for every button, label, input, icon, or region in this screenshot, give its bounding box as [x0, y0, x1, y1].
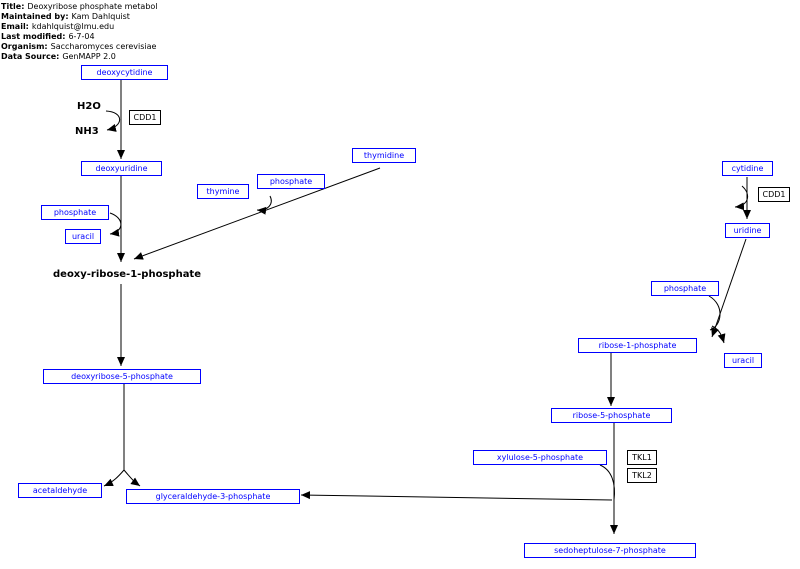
map-info-header: Title:Deoxyribose phosphate metabol Main… [1, 2, 158, 62]
organism-value: Saccharomyces cerevisiae [50, 42, 157, 51]
curve-phosphate-uracil [109, 212, 122, 237]
map-title: Deoxyribose phosphate metabol [27, 2, 158, 11]
email-value: kdahlquist@lmu.edu [31, 22, 115, 31]
modified-row: Last modified:6-7-04 [1, 32, 95, 41]
gene-tkl2[interactable]: TKL2 [627, 468, 657, 483]
edge-split-g3p [123, 469, 141, 487]
title-row: Title:Deoxyribose phosphate metabol [1, 2, 158, 11]
edge-split-acetaldehyde [103, 469, 125, 487]
maintainer-value: Kam Dahlquist [71, 12, 130, 21]
node-deoxyribose-5-phosphate[interactable]: deoxyribose-5-phosphate [43, 369, 201, 384]
node-acetaldehyde[interactable]: acetaldehyde [18, 483, 102, 498]
node-uracil-left[interactable]: uracil [65, 229, 101, 244]
label-deoxy-ribose-1-phosphate[interactable]: deoxy-ribose-1-phosphate [53, 269, 201, 280]
email-row: Email:kdahlquist@lmu.edu [1, 22, 115, 31]
node-sedoheptulose-7-phosphate[interactable]: sedoheptulose-7-phosphate [524, 543, 696, 558]
curve-thymine-phosphate [256, 195, 272, 215]
curve-xylulose-tkl [599, 464, 615, 501]
edge-uridine-r1p [711, 238, 747, 338]
curve-h2o-nh3 [105, 110, 121, 132]
maintainer-row: Maintained by:Kam Dahlquist [1, 12, 130, 21]
node-phosphate-left[interactable]: phosphate [41, 205, 109, 220]
node-cytidine[interactable]: cytidine [722, 161, 773, 176]
edge-to-g3p [300, 491, 613, 501]
label-h2o: H2O [77, 101, 101, 112]
gene-cdd1-right[interactable]: CDD1 [758, 187, 790, 202]
label-nh3: NH3 [75, 126, 99, 137]
node-deoxycytidine[interactable]: deoxycytidine [81, 65, 168, 80]
node-xylulose-5-phosphate[interactable]: xylulose-5-phosphate [473, 450, 607, 465]
node-ribose-1-phosphate[interactable]: ribose-1-phosphate [578, 338, 697, 353]
source-value: GenMAPP 2.0 [62, 52, 116, 61]
node-phosphate-mid[interactable]: phosphate [257, 174, 325, 189]
gene-cdd1-left[interactable]: CDD1 [129, 110, 161, 125]
node-thymidine[interactable]: thymidine [352, 148, 416, 163]
organism-row: Organism:Saccharomyces cerevisiae [1, 42, 157, 51]
gene-tkl1[interactable]: TKL1 [627, 450, 657, 465]
node-phosphate-right[interactable]: phosphate [651, 281, 719, 296]
node-glyceraldehyde-3-phosphate[interactable]: glyceraldehyde-3-phosphate [126, 489, 300, 504]
node-ribose-5-phosphate[interactable]: ribose-5-phosphate [551, 408, 672, 423]
curve-phosphate-uracil-right [708, 295, 721, 331]
source-row: Data Source:GenMAPP 2.0 [1, 52, 116, 61]
curve-cdd1-right [734, 185, 749, 211]
curve-uracil-right [711, 325, 726, 344]
node-uridine[interactable]: uridine [725, 223, 770, 238]
node-thymine[interactable]: thymine [197, 184, 249, 199]
node-uracil-right[interactable]: uracil [724, 353, 762, 368]
modified-value: 6-7-04 [68, 32, 95, 41]
node-deoxyuridine[interactable]: deoxyuridine [81, 161, 162, 176]
